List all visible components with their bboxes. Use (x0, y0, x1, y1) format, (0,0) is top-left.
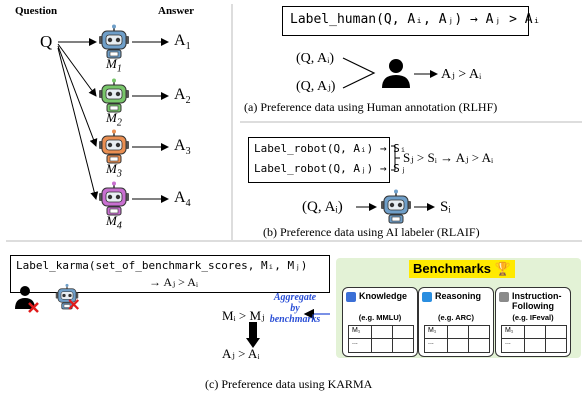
rlaif-formula-2: Label_robot(Q, Aⱼ) → Sⱼ (254, 162, 407, 175)
rlhf-merge (342, 57, 376, 89)
score-row-1: M₁ (352, 327, 361, 334)
rlhf-formula-box: Label_human(Q, Aᵢ, Aⱼ) → Aⱼ > Aᵢ (282, 6, 540, 36)
rlaif-input: (Q, Aᵢ) (302, 199, 343, 215)
score-row-2: ... (352, 339, 358, 346)
benchmark-card-title: Knowledge (359, 291, 408, 301)
trophy-icon: 🏆 (494, 261, 511, 276)
karma-formula-box: Label_karma(set_of_benchmark_scores, Mᵢ,… (10, 255, 330, 293)
rlaif-formula-box: Label_robot(Q, Aᵢ) → Sᵢ Label_robot(Q, A… (248, 137, 406, 183)
benchmark-card-example: (e.g. MMLU) (358, 313, 402, 322)
benchmark-card-2: Reasoning(e.g. ARC)M₁... (418, 287, 494, 357)
rlaif-caption: (b) Preference data using AI labeler (RL… (263, 225, 480, 239)
aggregate-label: Aggregate by benchmarks (262, 292, 328, 325)
rlhf-result: Aⱼ > Aᵢ (441, 67, 482, 82)
robot-icon-m3 (97, 129, 131, 165)
karma-caption: (c) Preference data using KARMA (205, 377, 373, 391)
model-label-m4: M4 (106, 213, 122, 232)
benchmark-card-icon (499, 292, 509, 302)
rlhf-formula: Label_human(Q, Aᵢ, Aⱼ) → Aⱼ > Aᵢ (290, 12, 541, 27)
question-label: Q (40, 32, 53, 51)
rlaif-brace (391, 145, 400, 171)
ai-labeler-robot-icon (379, 189, 413, 225)
answer-label-a1: A1 (174, 32, 191, 53)
rlaif-formula-1: Label_robot(Q, Aᵢ) → Sᵢ (254, 142, 407, 155)
answer-label-a2: A2 (174, 86, 191, 107)
by-word: by (290, 303, 300, 314)
human-icon (382, 59, 410, 88)
benchmark-card-title: Reasoning (435, 291, 482, 301)
arrow-q-m2 (57, 43, 97, 97)
robot-icon-m1 (97, 24, 131, 60)
answer-label-a3: A3 (174, 137, 191, 158)
rlhf-input-1: (Q, Aᵢ) (296, 51, 335, 66)
score-row-1: M₁ (428, 327, 437, 334)
rlhf-caption: (a) Preference data using Human annotati… (244, 100, 498, 114)
benchmark-card-1: Knowledge (e.g. MMLU) M₁... (342, 287, 418, 357)
answer-label-a4: A4 (174, 189, 191, 210)
benchmark-card-example: (e.g. ARC) (438, 313, 474, 322)
benchmark-score-table: M₁... (424, 325, 490, 353)
rlaif-result: Sⱼ > Sᵢ → Aⱼ > Aᵢ (403, 150, 494, 165)
benchmarks-title-text: Benchmarks (413, 261, 492, 276)
model-label-m2: M2 (106, 110, 122, 129)
benchmark-score-table: M₁... (348, 325, 414, 353)
rlhf-input-2: (Q, Aⱼ) (296, 79, 336, 94)
karma-formula-line1: Label_karma(set_of_benchmark_scores, Mᵢ,… (16, 259, 308, 272)
karma-answer-compare: Aⱼ > Aᵢ (222, 346, 260, 361)
robot-icon-m2 (97, 78, 131, 114)
benchmark-card-icon (422, 292, 432, 302)
rlaif-output: Sᵢ (440, 199, 451, 215)
model-label-m1: M1 (106, 56, 122, 75)
model-label-m3: M3 (106, 161, 122, 180)
arrow-q-m3 (57, 45, 98, 147)
karma-formula-line2: → Aⱼ > Aᵢ (149, 275, 198, 289)
benchmark-card-icon (346, 292, 356, 302)
score-row-2: ... (428, 339, 434, 346)
benchmark-card-3: Instruction-Following (e.g. IFeval) M₁... (495, 287, 571, 357)
score-row-2: ... (505, 339, 511, 346)
arrow-q-m4 (57, 47, 99, 200)
crossed-robot-icon (54, 283, 80, 311)
question-header: Question (15, 5, 58, 17)
arrow-down-compare (246, 322, 260, 348)
benchmark-card-title: Instruction-Following (512, 291, 562, 311)
benchmark-card-example: (e.g. IFeval) (512, 313, 554, 322)
benchmarks-title: Benchmarks 🏆 (409, 260, 515, 278)
benchmarks-word: benchmarks (269, 314, 321, 325)
score-row-1: M₁ (505, 327, 514, 334)
answer-header: Answer (158, 5, 195, 17)
crossed-human-icon (15, 286, 39, 313)
karma-model-compare: Mᵢ > Mⱼ (222, 308, 265, 323)
benchmark-score-table: M₁... (501, 325, 567, 353)
robot-icon-m4 (97, 181, 131, 217)
aggregate-word: Aggregate (273, 292, 317, 303)
